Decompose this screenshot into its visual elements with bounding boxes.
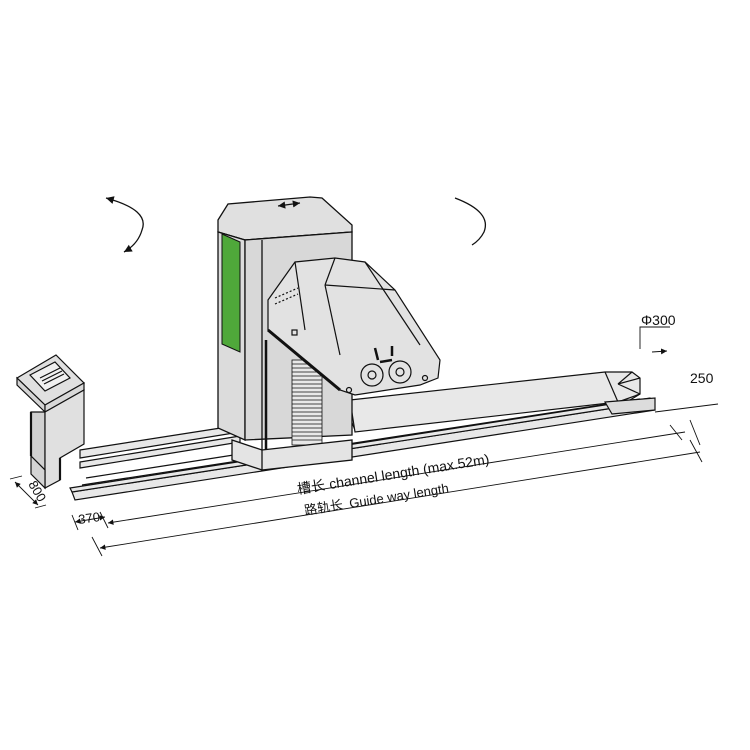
dimension-250: 250: [654, 370, 719, 413]
diameter-label: Φ300: [641, 312, 676, 328]
travel-arrow-icon: [277, 200, 301, 209]
guide-way-cn: 路轨长: [303, 497, 344, 518]
louvre-vent: [291, 359, 323, 446]
spray-head: [267, 257, 441, 396]
rotation-arrow-right-icon: [454, 197, 486, 246]
channel-length-cn: 槽长: [296, 477, 326, 497]
green-panel: [221, 233, 241, 353]
dim-250-label: 250: [690, 370, 714, 386]
dim-370-label: 370: [77, 509, 101, 527]
dimension-800: [9, 475, 47, 509]
guide-way-length-dimension: [91, 439, 703, 557]
channel: [349, 371, 656, 433]
dimension-370: [71, 511, 109, 531]
rotation-arrow-left-icon: [105, 196, 144, 253]
channel-length-dimension: [107, 419, 701, 525]
diameter-dimension: Φ300: [639, 312, 676, 355]
control-console: [16, 354, 85, 490]
